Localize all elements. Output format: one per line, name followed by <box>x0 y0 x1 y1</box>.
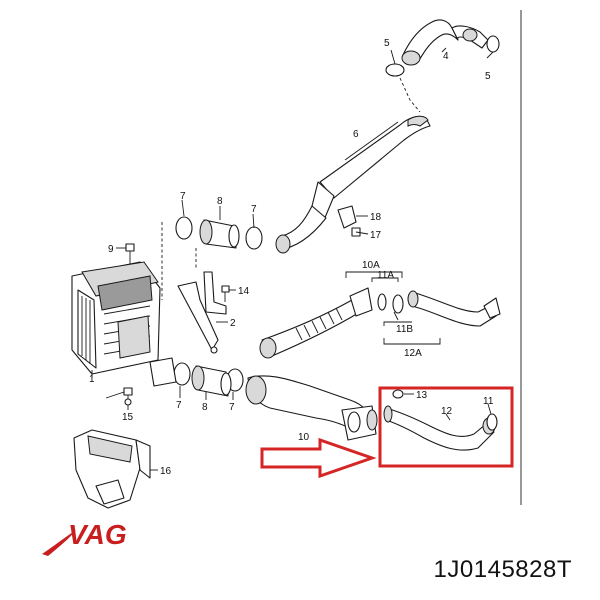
part-15-bolt <box>123 387 133 410</box>
callout-6: 6 <box>353 129 359 140</box>
part-7-clamp-top-left <box>175 216 193 240</box>
highlight-arrow <box>260 437 377 479</box>
part-12-highlighted-hose <box>383 405 496 451</box>
callout-8-bottom: 8 <box>202 402 208 413</box>
vag-logo-text: VAG <box>68 519 127 550</box>
part-8-coupler-bottom <box>191 365 232 397</box>
callout-1: 1 <box>89 374 95 385</box>
vag-logo-swoosh-icon <box>42 530 76 556</box>
callout-7-top-left: 7 <box>180 191 186 202</box>
part-8-coupler-top <box>199 219 240 249</box>
part-13-clip <box>392 389 414 399</box>
part-11a-seal-ring <box>377 293 387 311</box>
callout-10: 10 <box>298 432 310 443</box>
part-7-clamp-top-right <box>245 226 263 250</box>
part-10a-corrugated-hose <box>259 287 373 359</box>
part-number: 1J0145828T <box>433 556 572 583</box>
callout-5-right: 5 <box>485 71 491 82</box>
callout-17: 17 <box>370 230 382 241</box>
callout-11b: 11B <box>396 324 413 335</box>
callout-8-top: 8 <box>217 196 223 207</box>
callout-9: 9 <box>108 244 114 255</box>
part-10-pipe <box>245 375 378 441</box>
part-11b-seal-ring <box>392 294 404 314</box>
callout-13: 13 <box>416 390 428 401</box>
callout-15: 15 <box>122 412 134 423</box>
part-14-bolt <box>221 285 236 302</box>
callout-11: 11 <box>483 396 494 407</box>
callout-18: 18 <box>370 212 382 223</box>
callout-11a: 11A <box>377 270 394 281</box>
callout-7-bottom-left: 7 <box>176 400 182 411</box>
callout-10a: 10A <box>362 260 380 271</box>
part-5-clamp-right <box>486 35 500 53</box>
part-11-clamp <box>486 413 498 431</box>
callout-16: 16 <box>160 466 172 477</box>
intercooler-outlet-stub <box>149 357 177 387</box>
callout-2: 2 <box>230 318 236 329</box>
part-18-bracket <box>337 205 357 229</box>
part-4-hose <box>401 19 489 66</box>
part-5-clamp-left <box>385 63 405 77</box>
callout-12a: 12A <box>404 348 422 359</box>
part-6-pipe <box>311 115 431 221</box>
vag-logo: VAG <box>42 519 127 556</box>
callout-14: 14 <box>238 286 250 297</box>
part-16-air-duct <box>73 429 158 509</box>
callout-7-bottom-right: 7 <box>229 402 235 413</box>
callout-7-top-right: 7 <box>251 204 257 215</box>
callout-12: 12 <box>441 406 453 417</box>
callout-4: 4 <box>443 51 449 62</box>
part-1-intercooler <box>71 261 161 378</box>
part-12a-hose <box>407 290 501 327</box>
part-2-bracket <box>177 271 228 354</box>
highlight-frame <box>378 386 514 468</box>
callout-5-top: 5 <box>384 38 390 49</box>
